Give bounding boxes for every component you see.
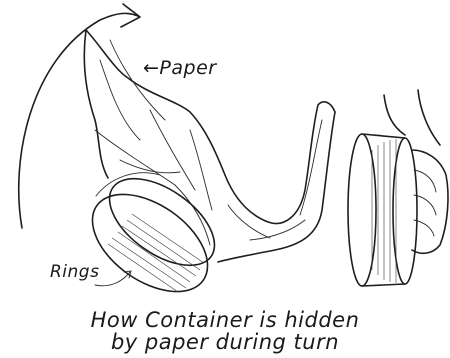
container-left	[75, 161, 230, 311]
rings-label: Rings	[50, 262, 99, 282]
caption-line-2: by paper during turn	[0, 330, 450, 354]
caption-line-1: How Container is hidden	[0, 308, 450, 332]
container-right	[348, 134, 417, 286]
paper-label: ←Paper	[143, 57, 217, 79]
